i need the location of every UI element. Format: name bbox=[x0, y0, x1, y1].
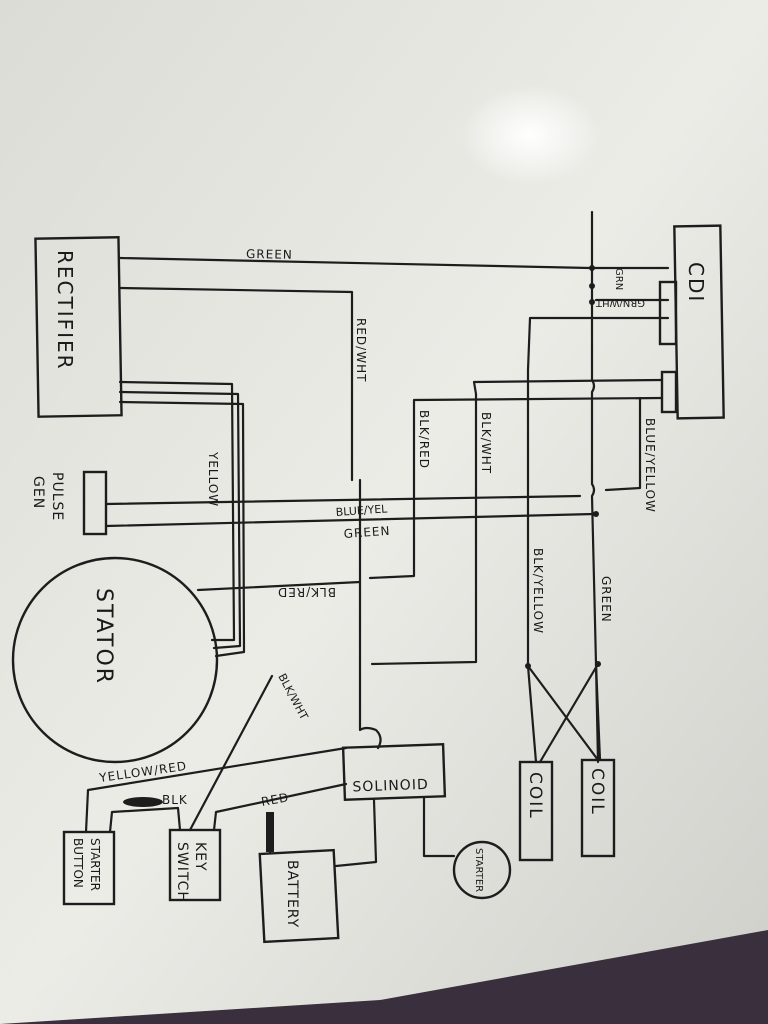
wire-label-blk-yellow: BLK/YELLOW bbox=[531, 548, 545, 634]
coil-right-label: COIL bbox=[587, 768, 607, 816]
starter-label: STARTER bbox=[473, 848, 484, 892]
stator-label: STATOR bbox=[91, 588, 116, 685]
pulse-gen-label-2: GEN bbox=[30, 476, 46, 509]
key-switch: KEY SWITCH bbox=[168, 828, 222, 903]
pulse-gen-label-1: PULSE bbox=[49, 472, 65, 521]
wire-label-blue-yellow-right: BLUE/YELLOW bbox=[643, 418, 657, 513]
starter-button-label-1: STARTER bbox=[88, 838, 102, 891]
starter-motor: STARTER bbox=[452, 840, 512, 900]
coil-left-label: COIL bbox=[525, 772, 545, 820]
wire-label-blk: BLK bbox=[162, 793, 188, 807]
starter-button: STARTER BUTTON bbox=[62, 830, 116, 906]
ink-scribbles bbox=[123, 797, 274, 852]
junction-dots bbox=[525, 265, 601, 669]
rectifier-label: RECTIFIER bbox=[53, 250, 77, 371]
wire-label-red: RED bbox=[260, 790, 290, 809]
stator: STATOR bbox=[11, 556, 219, 764]
wire-label-blk-red-lower: BLK/RED bbox=[277, 585, 336, 599]
wire-label-green-top: GREEN bbox=[246, 247, 293, 262]
solenoid-label: SOLINOID bbox=[352, 777, 429, 796]
key-switch-label-2: SWITCH bbox=[174, 842, 190, 903]
wire-label-green-mid: GREEN bbox=[343, 524, 391, 541]
cdi: CDI bbox=[658, 224, 725, 420]
wire-label-red-wht: RED/WHT bbox=[354, 318, 368, 382]
light-glare bbox=[460, 85, 600, 185]
wire-label-grn: GRN bbox=[613, 268, 624, 290]
wire-label-blk-wht-upper: BLK/WHT bbox=[479, 412, 493, 474]
cdi-label: CDI bbox=[684, 262, 708, 303]
wire-label-grn-wht: GRN/WHT bbox=[595, 297, 645, 308]
solenoid: SOLINOID bbox=[341, 743, 447, 801]
key-switch-label-1: KEY bbox=[192, 842, 208, 872]
starter-button-label-2: BUTTON bbox=[71, 838, 85, 888]
battery: BATTERY bbox=[258, 848, 340, 944]
wire-label-blk-red-upper: BLK/RED bbox=[417, 410, 431, 469]
wire-label-yellow: YELLOW bbox=[206, 451, 220, 507]
rectifier: RECTIFIER bbox=[34, 236, 123, 418]
wire-label-green-right: GREEN bbox=[599, 576, 613, 623]
wire-label-blue-yel: BLUE/YEL bbox=[335, 502, 388, 519]
battery-label: BATTERY bbox=[284, 860, 300, 928]
